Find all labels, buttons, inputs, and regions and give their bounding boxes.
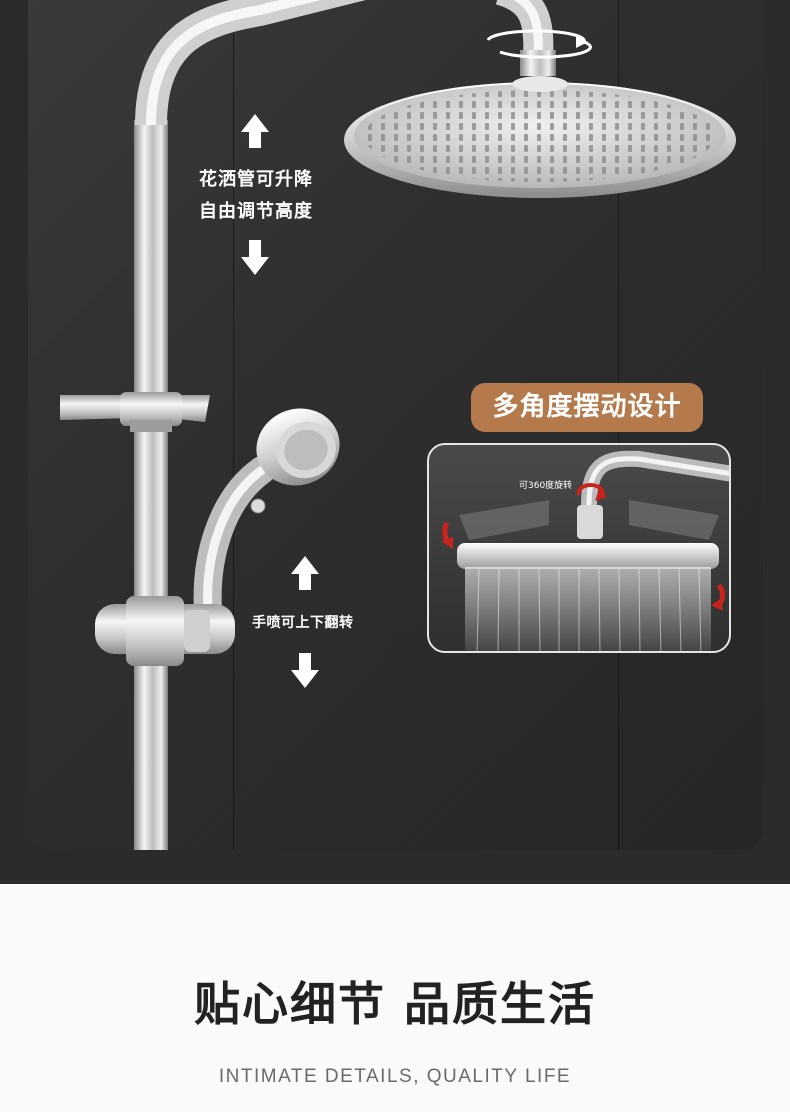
product-dark-section: 花洒管可升降 自由调节高度 手喷可上下翻转 多角度摆动设计	[0, 0, 790, 884]
rotate-arrow-icon	[576, 482, 607, 501]
up-arrow-icon	[291, 556, 319, 590]
hand-flip-caption: 手喷可上下翻转	[252, 615, 354, 631]
page-headline: 贴心细节 品质生活	[193, 977, 596, 1031]
up-arrow-icon	[241, 114, 269, 148]
pipe-height-caption: 花洒管可升降 自由调节高度	[176, 164, 336, 228]
pipe-height-caption-line2: 自由调节高度	[199, 201, 313, 222]
shower-system-illustration	[60, 0, 736, 850]
rotate-arrow-icon	[711, 583, 725, 611]
rotation-detail-inset: 可360度旋转	[427, 443, 731, 653]
page-subheadline: INTIMATE DETAILS, QUALITY LIFE	[218, 1066, 572, 1087]
down-arrow-icon	[241, 240, 269, 275]
down-arrow-icon	[291, 653, 319, 688]
rotate-arrow-icon	[441, 521, 453, 549]
rotate-360-caption: 可360度旋转	[519, 481, 573, 491]
multi-angle-badge: 多角度摆动设计	[471, 383, 703, 432]
rotation-detail-illustration	[441, 450, 729, 651]
rotate-arrow-icon	[486, 29, 592, 59]
pipe-height-caption-line1: 花洒管可升降	[199, 169, 313, 190]
